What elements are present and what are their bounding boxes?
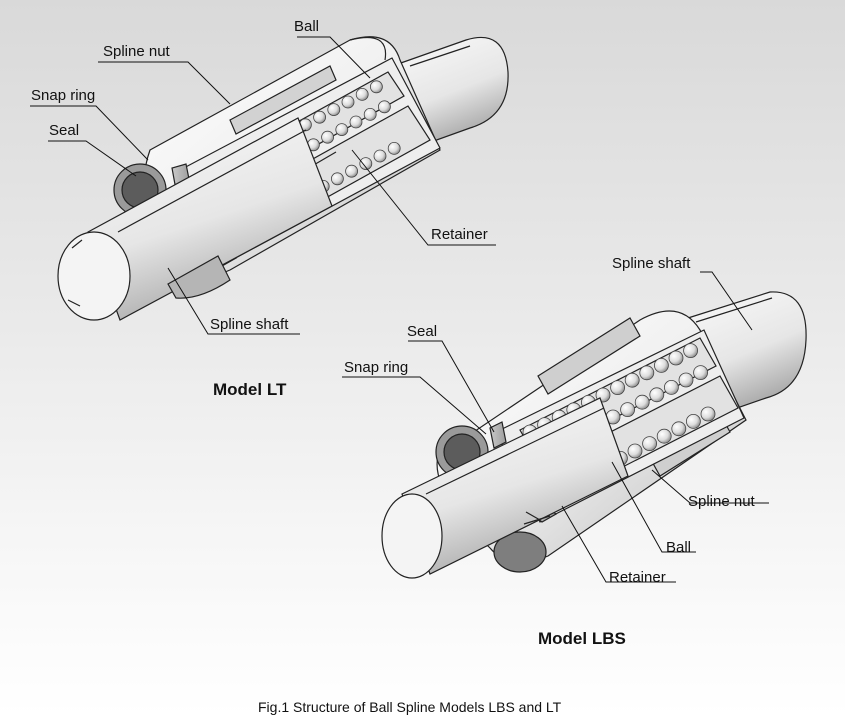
figure-caption: Fig.1 Structure of Ball Spline Models LB… [258,699,562,715]
lt-label-spline-shaft: Spline shaft [210,316,289,333]
ball [700,406,716,422]
ball [664,379,679,395]
ball [639,365,655,381]
lt-label-retainer: Retainer [431,226,488,243]
ball [624,372,640,388]
ball [678,372,694,388]
ball [349,115,363,129]
lbs-label-ball: Ball [666,539,691,556]
lbs-label-retainer: Retainer [609,569,666,586]
ball [369,80,383,94]
ball [610,380,625,396]
lbs-leader-lines [342,271,769,583]
lt-spline-shaft-front [57,117,333,321]
ball [683,343,698,359]
ball [377,100,391,114]
ball [363,108,377,121]
ball [693,365,708,381]
ball [341,95,355,109]
lt-label-spline-nut: Spline nut [103,43,171,60]
lt-leader-lines [30,36,496,335]
ball [634,394,650,410]
model-lbs-illustration [381,291,807,579]
ball [321,130,335,144]
ball [654,357,669,373]
lbs-label-snap-ring: Snap ring [344,359,408,376]
ball [355,88,369,101]
lbs-label-seal: Seal [407,323,437,340]
lt-nut-lower-edge [167,255,231,299]
ball [359,157,373,171]
ball [345,164,359,178]
ball [656,428,672,444]
ball [642,436,657,452]
model-lt-title: Model LT [213,380,287,399]
ball [387,141,401,155]
ball [627,443,643,459]
ball [649,387,665,403]
lt-label-seal: Seal [49,122,79,139]
lt-label-snap-ring: Snap ring [31,87,95,104]
ball [620,402,635,418]
ball [313,110,327,124]
ball [668,350,684,366]
lbs-spline-shaft-front [381,397,629,579]
lbs-label-spline-nut: Spline nut [688,493,756,510]
lt-label-ball: Ball [294,18,319,35]
model-lbs-title: Model LBS [538,629,626,648]
ball [373,149,387,163]
lbs-label-spline-shaft: Spline shaft [612,255,691,272]
ball [327,103,341,116]
ball [686,413,701,429]
model-lt-illustration [57,36,509,321]
ball [335,123,349,137]
ball [330,172,344,186]
ball [671,421,687,437]
